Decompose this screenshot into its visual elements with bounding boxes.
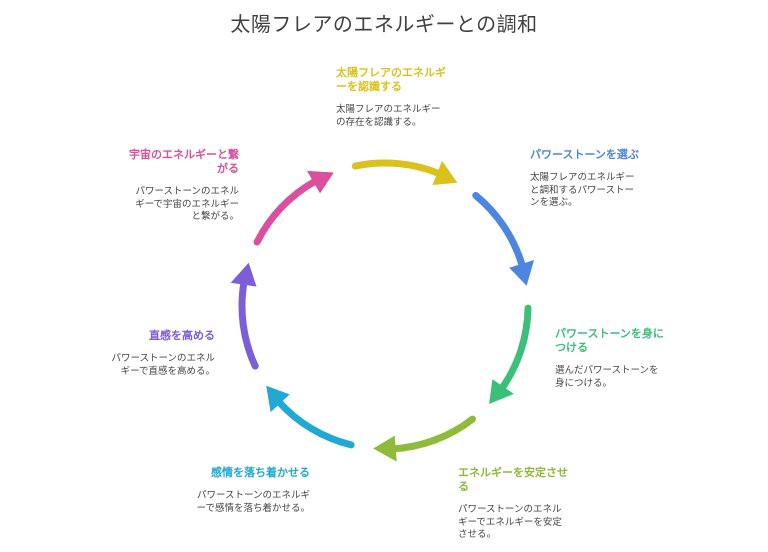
step-wear-stone: パワーストーンを身につける 選んだパワーストーンを身につける。 — [555, 327, 665, 390]
arrow-enhance-intuition — [238, 278, 259, 370]
arrow-connect-universe — [253, 177, 320, 246]
arrowhead-stabilize-energy — [373, 435, 397, 462]
arrow-recognize — [351, 159, 444, 178]
diagram-title: 太陽フレアのエネルギーとの調和 — [230, 12, 538, 36]
step-description: 太陽フレアのエネルギーと調和するパワーストーンを選ぶ。 — [530, 172, 635, 208]
step-title: 感情を落ち着かせる — [211, 466, 310, 479]
arrowhead-enhance-intuition — [230, 262, 257, 287]
step-stabilize-energy: エネルギーを安定させる パワーストーンのエネルギーでエネルギーを安定させる。 — [458, 466, 568, 542]
step-title: エネルギーを安定させる — [458, 466, 568, 493]
step-description: 選んだパワーストーンを身につける。 — [555, 365, 659, 389]
step-description: パワーストーンのエネルギーでエネルギーを安定させる。 — [458, 504, 562, 540]
step-title: パワーストーンを身につける — [555, 327, 664, 354]
step-description: 太陽フレアのエネルギーの存在を認識する。 — [336, 104, 441, 128]
arrow-calm-emotions — [275, 397, 355, 449]
step-title: 宇宙のエネルギーと繋がる — [129, 148, 239, 175]
arrowhead-calm-emotions — [266, 385, 290, 413]
step-enhance-intuition: 直感を高める パワーストーンのエネルギーで直感を高める。 — [103, 329, 215, 378]
step-description: パワーストーンのエネルギーで感情を落ち着かせる。 — [196, 490, 310, 514]
step-connect-universe: 宇宙のエネルギーと繋がる パワーストーンのエネルギーで宇宙のエネルギーと繋がる。 — [126, 148, 239, 224]
step-calm-emotions: 感情を落ち着かせる パワーストーンのエネルギーで感情を落ち着かせる。 — [196, 466, 310, 515]
step-title: パワーストーンを選ぶ — [530, 148, 639, 161]
arrowhead-choose-stone — [509, 260, 535, 286]
arrow-choose-stone — [472, 192, 526, 270]
step-title: 太陽フレアのエネルギーを認識する — [336, 66, 446, 93]
step-recognize: 太陽フレアのエネルギーを認識する 太陽フレアのエネルギーの存在を認識する。 — [336, 66, 448, 129]
step-title: 直感を高める — [149, 329, 215, 342]
arrow-stabilize-energy — [389, 415, 476, 453]
arrowhead-connect-universe — [307, 170, 334, 194]
arrowhead-recognize — [432, 160, 458, 185]
step-choose-stone: パワーストーンを選ぶ 太陽フレアのエネルギーと調和するパワーストーンを選ぶ。 — [530, 148, 640, 210]
step-description: パワーストーンのエネルギーで宇宙のエネルギーと繋がる。 — [135, 186, 239, 222]
arrowhead-wear-stone — [489, 379, 514, 404]
step-description: パワーストーンのエネルギーで直感を高める。 — [111, 353, 215, 377]
arrow-wear-stone — [498, 304, 532, 393]
